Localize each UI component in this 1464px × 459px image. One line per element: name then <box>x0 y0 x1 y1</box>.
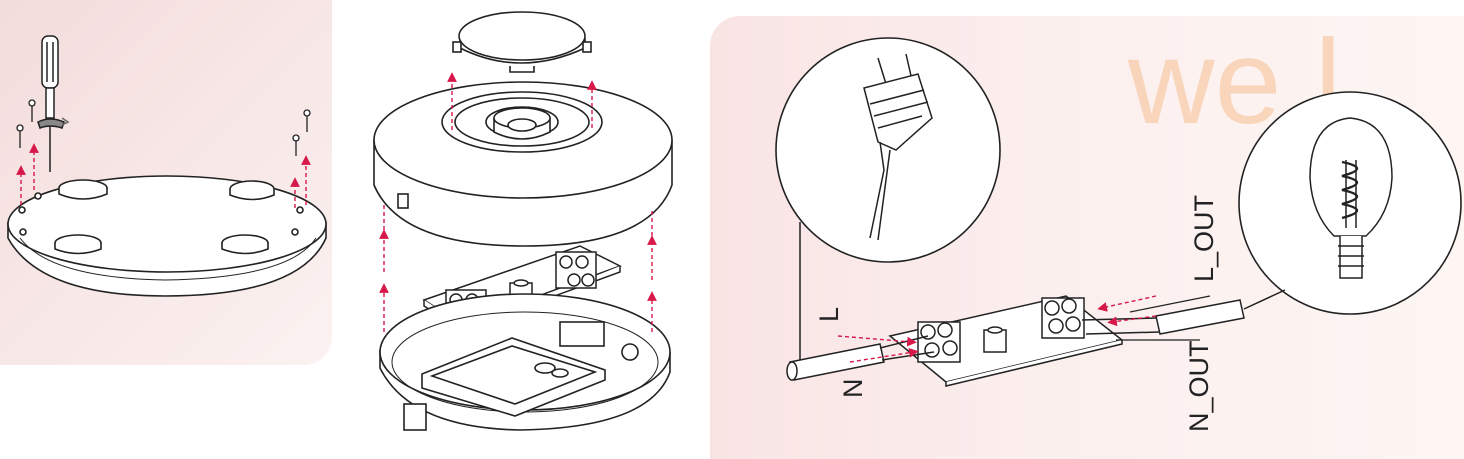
arrow-up-icon <box>379 72 657 332</box>
screw-icon <box>16 99 311 156</box>
label-live-in: L <box>814 307 844 322</box>
l-out-leader <box>1129 295 1211 313</box>
base-plate <box>7 175 327 297</box>
plug-icon <box>863 53 933 241</box>
arrow-icon <box>837 295 1157 363</box>
rubber-feet <box>54 179 275 255</box>
lightbulb-callout <box>1238 91 1462 315</box>
arrow-up-icon <box>16 143 311 208</box>
plug-callout <box>775 37 1001 263</box>
label-live-out: L_OUT <box>1189 195 1219 282</box>
label-neutral-out: N_OUT <box>1184 340 1214 432</box>
terminal-block-icon <box>917 297 1085 363</box>
lightbulb-icon <box>1309 117 1393 279</box>
output-cable <box>1081 289 1286 335</box>
housing-top <box>373 81 673 247</box>
cap-cover <box>452 11 592 73</box>
label-neutral-in: N <box>838 379 868 399</box>
input-cable <box>786 222 935 381</box>
base-tray <box>379 293 671 431</box>
screwdriver-icon <box>37 35 70 172</box>
wiring-board <box>888 295 1124 387</box>
